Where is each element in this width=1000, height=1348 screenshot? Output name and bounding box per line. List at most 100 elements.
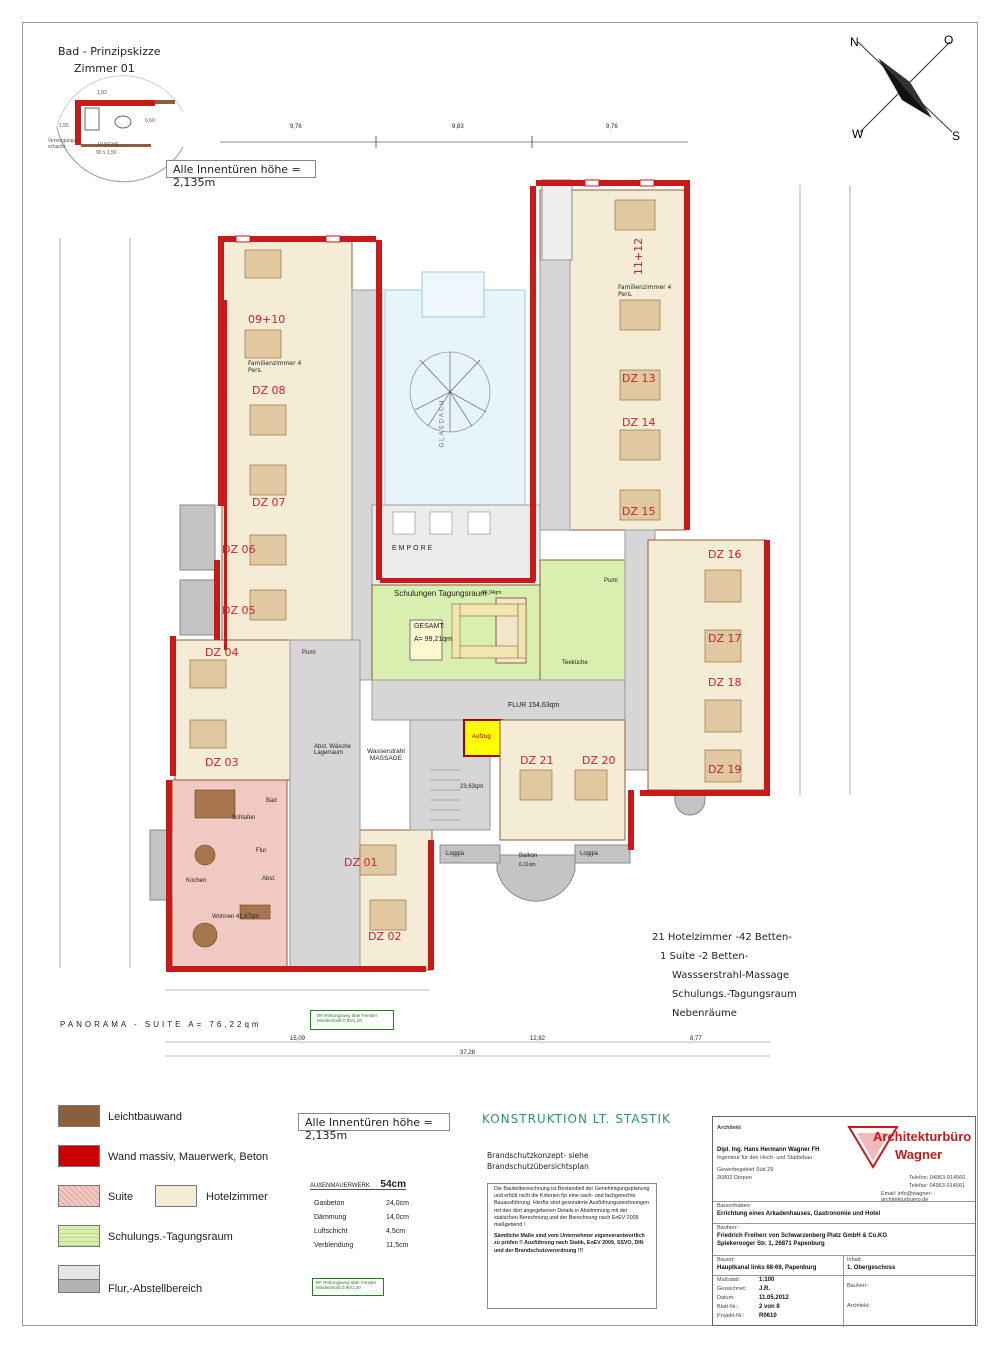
massstab: 1:100 (759, 1277, 775, 1283)
blatt-label: Blatt-Nr.: (717, 1304, 739, 1310)
loggia-left: Loggia (446, 851, 465, 857)
row-divider (713, 1223, 975, 1224)
bottom-dim-total: 37,28 (460, 1050, 476, 1056)
bauort-label: Bauort: (717, 1257, 735, 1263)
abst-label: Abst. (262, 876, 276, 882)
summary-nebenraeume: Nebenräume (672, 1008, 737, 1019)
architekt-sub: Ingenieur für den Hoch- und Städtebau (717, 1155, 813, 1161)
wall-row-2-value: 14,0cm (386, 1214, 409, 1221)
rf-note-legend: RF Rettungsweg über Fenster Mindestmaß 0… (312, 1278, 384, 1296)
compass-w: W (852, 127, 864, 141)
inhalt: 1. Obergeschoss (847, 1265, 896, 1271)
pumi-left: Pumi (302, 650, 316, 656)
kochen-label: Kochen (186, 878, 207, 884)
familienzimmer-right: Familienzimmer 4 Pers. (618, 284, 672, 298)
wall-row-3-name: Luftschicht (314, 1228, 348, 1235)
room-dz14: DZ 14 (622, 416, 656, 429)
bauherr-2: Spiekerooger Str. 1, 26871 Papenburg (717, 1241, 825, 1247)
legend-massiv: Wand massiv, Mauerwerk, Beton (108, 1151, 269, 1163)
room-dz15: DZ 15 (622, 505, 656, 518)
wall-table-total: 54cm (380, 1179, 406, 1190)
floor-plan (59, 179, 851, 1057)
wall-row-3-value: 4,5cm (386, 1228, 406, 1235)
room-dz13: DZ 13 (622, 372, 656, 385)
panorama-suite-label: PANORAMA - SUITE A= 76,22qm (60, 1020, 262, 1029)
title-block: Architekturbüro Wagner Architekt Dipl. I… (712, 1116, 976, 1327)
room-11-12: 11+12 (632, 237, 646, 276)
top-dim-2: 9,83 (452, 124, 464, 130)
lager-label: Abst. Wäsche Lagerraum (314, 744, 352, 756)
balkon-area: 6,31qm (519, 862, 536, 868)
flur-suite-label: Flur (256, 848, 267, 854)
gezeichnet: J.R. (759, 1286, 771, 1292)
pumi-right: Pumi (604, 578, 618, 584)
logo-line-1: Architekturbüro (873, 1129, 972, 1144)
room-dz20: DZ 20 (582, 754, 616, 767)
glasdach-label: GLASDACH (439, 398, 446, 448)
legend-hotel: Hotelzimmer (206, 1191, 268, 1203)
room-dz02: DZ 02 (368, 930, 402, 943)
blatt: 2 von 8 (759, 1304, 780, 1310)
gesamt-value: A= 99,21qm (414, 636, 452, 643)
summary-suite: 1 Suite -2 Betten- (660, 951, 749, 962)
svg-text:1,92: 1,92 (97, 90, 107, 96)
schlafen-label: Schlafen (232, 815, 256, 821)
schulung-label: Schulungen Tagungsraum (394, 589, 487, 598)
gezeichnet-label: Gezeichnet: (717, 1286, 747, 1292)
column-divider (843, 1255, 844, 1327)
gesamt-label: GESAMT: (414, 623, 445, 630)
email: Email: info@wagner-architekturbuero.de (881, 1191, 933, 1203)
door-height-note-bottom: Alle Innentüren höhe = 2,135m (298, 1113, 450, 1142)
room-dz17: DZ 17 (708, 632, 742, 645)
legend-flur: Flur,-Abstellbereich (108, 1283, 203, 1295)
legend-swatch-leichtbau (58, 1105, 100, 1127)
logo: Architekturbüro Wagner (843, 1123, 971, 1169)
wasserstrahl-label: Wasserstrahl MASSAGE (367, 748, 405, 762)
logo-mark (847, 1126, 899, 1169)
architekt-signature-label: Architekt: (847, 1303, 870, 1309)
row-divider (713, 1201, 975, 1202)
top-dimension-line (220, 136, 688, 148)
legend-swatch-massiv (58, 1145, 100, 1167)
room-dz19: DZ 19 (708, 763, 742, 776)
bauort: Hauptkanal links 68-69, Papenburg (717, 1265, 817, 1271)
bauherr-signature-label: Bauherr: (847, 1283, 869, 1289)
projekt-label: Projekt-Nr.: (717, 1313, 745, 1319)
empore-label: EMPORE (392, 545, 435, 552)
door-height-note: Alle Innentüren höhe = 2,135m (166, 160, 316, 189)
brandschutz-text-2: Sämtliche Maße sind vom Unternehmer eige… (494, 1233, 645, 1254)
address-2: 26802 Dörpen (717, 1175, 752, 1181)
schulung-area: 66,94qm (482, 590, 502, 596)
brandschutz-box: Die Bauteilbezeichnung ist Bestandteil d… (487, 1183, 657, 1309)
room-dz21: DZ 21 (520, 754, 554, 767)
room-dz16: DZ 16 (708, 548, 742, 561)
room-dz05: DZ 05 (222, 604, 256, 617)
legend-swatch-flur-light (58, 1265, 100, 1279)
room-dz01: DZ 01 (344, 856, 378, 869)
wall-row-1-name: Gasbeton (314, 1200, 345, 1207)
wall-table-title: AUßENMAUERWERK (310, 1183, 370, 1189)
sketch-subtitle: Zimmer 01 (74, 62, 135, 75)
legend-swatch-suite (58, 1185, 100, 1207)
brandschutz-title: Brandschutzkonzept- siehe Brandschutzübe… (487, 1151, 589, 1171)
fax: Telefax: 04963-914561 (909, 1183, 965, 1189)
room-dz18: DZ 18 (708, 676, 742, 689)
wall-row-4-name: Verblendung (314, 1242, 354, 1249)
sketch-title: Bad - Prinzipskizze (58, 45, 161, 58)
legend-suite: Suite (108, 1191, 134, 1203)
compass-n: N (850, 35, 859, 49)
konstruktion-note: KONSTRUKTION LT. STASTIK (482, 1112, 671, 1126)
brandschutz-text-1: Die Bauteilbezeichnung ist Bestandteil d… (494, 1186, 650, 1229)
bottom-dim-3: 8,77 (690, 1036, 702, 1042)
compass-rose: N O S W (850, 33, 960, 143)
aufzug-label: Aufzug (472, 734, 491, 740)
top-dim-1: 9,76 (290, 124, 302, 130)
familienzimmer-left: Familienzimmer 4 Pers. (248, 360, 302, 374)
wall-row-4-value: 11,5cm (386, 1242, 409, 1249)
logo-line-2: Wagner (895, 1147, 943, 1162)
room-dz07: DZ 07 (252, 496, 286, 509)
compass-o: O (944, 33, 953, 47)
row-divider (713, 1275, 975, 1276)
bauvorhaben-label: Bauvorhaben: (717, 1203, 752, 1209)
